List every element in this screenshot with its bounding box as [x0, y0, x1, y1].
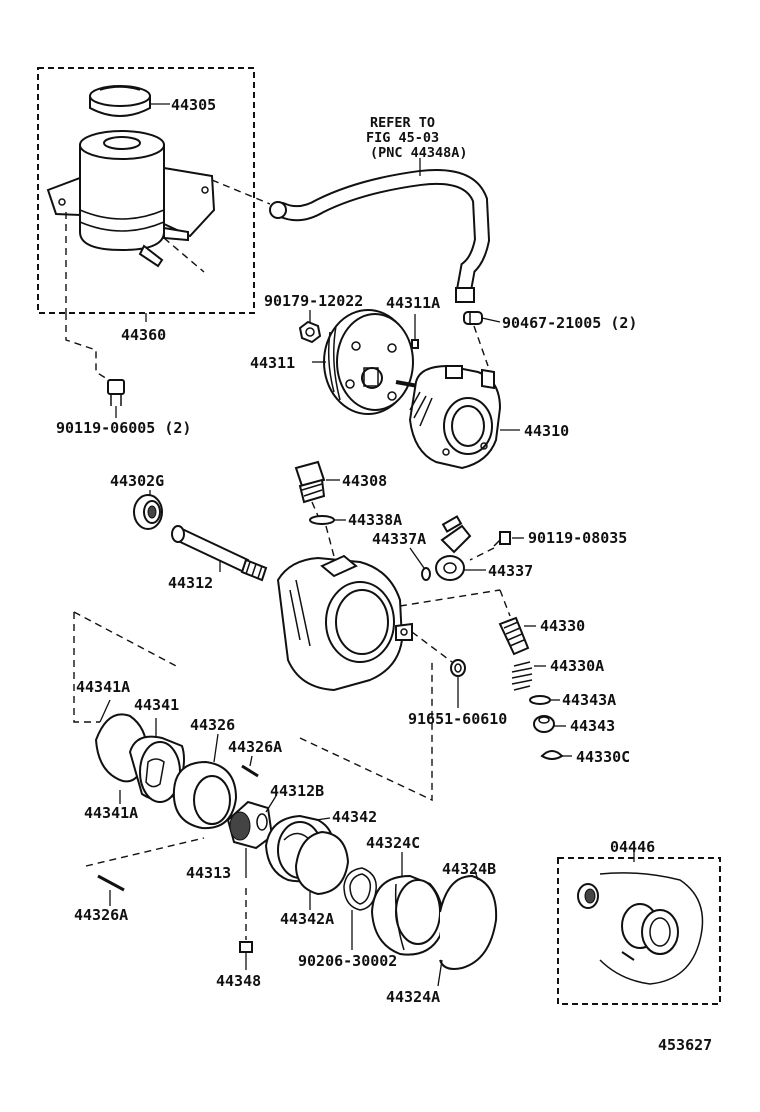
- hose-clamp-90467-21005: [463, 311, 483, 325]
- label-44341: 44341: [134, 696, 179, 714]
- part-44348: [239, 941, 253, 953]
- label-44326A-upper: 44326A: [228, 738, 282, 756]
- nut-90179-12022: [298, 320, 322, 344]
- label-44343A: 44343A: [562, 691, 616, 709]
- label-44326: 44326: [190, 716, 235, 734]
- oil-seal-44302G: [133, 494, 163, 530]
- figure-number: 453627: [658, 1036, 712, 1054]
- label-44302G: 44302G: [110, 472, 164, 490]
- label-44342A: 44342A: [280, 910, 334, 928]
- ring-44342A: [294, 830, 350, 896]
- label-44312B: 44312B: [270, 782, 324, 800]
- spring-44330A: [511, 661, 533, 691]
- label-91651-60610: 91651-60610: [408, 710, 507, 728]
- label-44342: 44342: [332, 808, 377, 826]
- reservoir-cap-44305: [89, 85, 151, 117]
- union-fitting-44308: [294, 460, 326, 504]
- o-ring-44337A: [421, 567, 431, 581]
- pump-assembly-44310: [395, 364, 502, 470]
- bolt-90119-08035: [493, 531, 511, 547]
- rotor-44313: [226, 800, 274, 850]
- label-90467-21005: 90467-21005 (2): [502, 314, 637, 332]
- repair-kit-box: [557, 857, 721, 1005]
- label-44341A-lower: 44341A: [84, 804, 138, 822]
- label-44338A: 44338A: [348, 511, 402, 529]
- label-04446: 04446: [610, 838, 655, 856]
- label-90119-08035: 90119-08035: [528, 529, 627, 547]
- refer-note-line-2: FIG 45-03: [366, 130, 439, 146]
- nut-91651-60610: [450, 659, 466, 677]
- label-44360: 44360: [121, 326, 166, 344]
- plug-44343: [533, 715, 555, 733]
- label-44312: 44312: [168, 574, 213, 592]
- label-44337A: 44337A: [372, 530, 426, 548]
- label-44308: 44308: [342, 472, 387, 490]
- label-44310: 44310: [524, 422, 569, 440]
- shaft-44312: [171, 525, 268, 582]
- label-44341A-upper: 44341A: [76, 678, 130, 696]
- o-ring-44338A: [309, 515, 335, 525]
- pulley-44311: [323, 309, 414, 415]
- label-44330: 44330: [540, 617, 585, 635]
- label-44330A: 44330A: [550, 657, 604, 675]
- cam-ring-44326: [172, 760, 238, 830]
- housing-leader-dash: [73, 611, 181, 669]
- pin-44326A-lower: [97, 874, 125, 892]
- flow-control-valve-44330: [498, 616, 530, 656]
- label-90206-30002: 90206-30002: [298, 952, 397, 970]
- label-44305: 44305: [171, 96, 216, 114]
- rear-cover-44324C: [370, 874, 444, 956]
- part-number-labels: REFER TO FIG 45-03 (PNC 44348A) 44305 44…: [56, 96, 712, 1054]
- snap-ring-44324B: [439, 874, 498, 970]
- refer-note-line-1: REFER TO: [370, 115, 435, 131]
- reservoir-tank: [46, 130, 216, 268]
- o-ring-44343A: [529, 695, 551, 705]
- key-44311A: [411, 339, 419, 349]
- label-90119-06005: 90119-06005 (2): [56, 419, 191, 437]
- label-44337: 44337: [488, 562, 533, 580]
- return-hose: [269, 169, 491, 303]
- label-44324C: 44324C: [366, 834, 420, 852]
- label-44324B: 44324B: [442, 860, 496, 878]
- label-44326A-lower: 44326A: [74, 906, 128, 924]
- label-44330C: 44330C: [576, 748, 630, 766]
- bolt-90119-06005: [107, 379, 125, 406]
- label-44324A: 44324A: [386, 988, 440, 1006]
- label-44311: 44311: [250, 354, 295, 372]
- pump-housing: [276, 554, 413, 692]
- gasket-90206-30002: [343, 867, 377, 911]
- repair-kit-04446-group: [557, 857, 721, 1005]
- label-44343: 44343: [570, 717, 615, 735]
- label-44348: 44348: [216, 972, 261, 990]
- snap-ring-44330C: [540, 750, 564, 760]
- reservoir-group: [37, 67, 271, 314]
- end-plate-44341: [128, 735, 185, 803]
- label-44311A: 44311A: [386, 294, 440, 312]
- pin-44326A-upper: [241, 764, 259, 778]
- label-90179-12022: 90179-12022: [264, 292, 363, 310]
- refer-note-line-3: (PNC 44348A): [370, 145, 468, 161]
- label-44313: 44313: [186, 864, 231, 882]
- suction-port-44337: [435, 515, 472, 581]
- bolt-leader-dash: [65, 313, 113, 383]
